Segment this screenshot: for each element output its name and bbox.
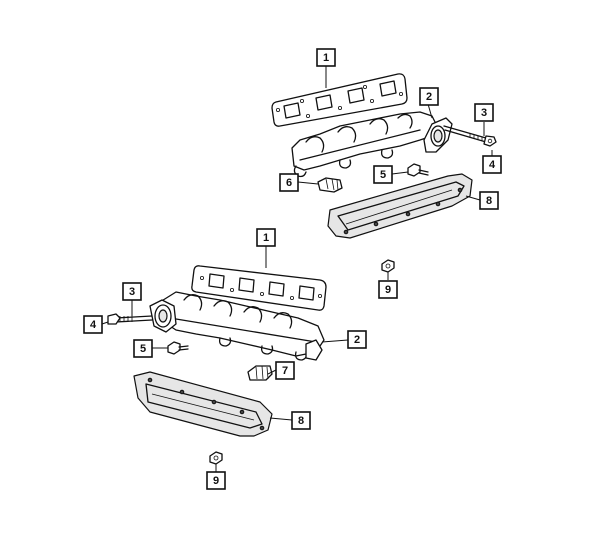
lower-heat-shield — [133, 371, 273, 437]
callout-1-lower: 1 — [256, 228, 276, 247]
svg-text:5: 5 — [140, 343, 146, 355]
svg-text:2: 2 — [354, 334, 360, 346]
callout-2-upper: 2 — [419, 87, 439, 106]
svg-text:4: 4 — [90, 319, 97, 331]
upper-nut — [483, 135, 497, 147]
lower-bolt — [167, 341, 189, 355]
callout-4-upper: 4 — [482, 155, 502, 174]
lower-oxygen-sensor — [247, 365, 273, 381]
callout-6-upper: 6 — [279, 173, 299, 192]
svg-text:2: 2 — [426, 91, 432, 103]
callout-8-lower: 8 — [291, 411, 311, 430]
upper-exhaust-manifold — [291, 111, 453, 178]
lower-nut — [107, 313, 121, 325]
lower-exhaust-manifold — [149, 291, 325, 361]
callout-1-upper: 1 — [316, 48, 336, 67]
svg-text:9: 9 — [385, 284, 391, 296]
svg-text:6: 6 — [286, 177, 292, 189]
callout-2-lower: 2 — [347, 330, 367, 349]
svg-text:9: 9 — [213, 475, 219, 487]
upper-manifold-gasket — [271, 73, 408, 127]
callout-9-upper: 9 — [378, 280, 398, 299]
svg-text:1: 1 — [323, 52, 329, 64]
svg-text:3: 3 — [129, 286, 135, 298]
svg-text:8: 8 — [298, 415, 304, 427]
leader-lines — [101, 66, 493, 472]
upper-stud — [443, 125, 487, 143]
callout-3-upper: 3 — [474, 103, 494, 122]
callout-4-lower: 4 — [83, 315, 103, 334]
svg-text:8: 8 — [486, 195, 492, 207]
upper-heat-shield — [327, 173, 473, 239]
svg-text:5: 5 — [380, 169, 386, 181]
callout-3-lower: 3 — [122, 282, 142, 301]
lower-shield-nut — [209, 451, 223, 465]
callout-5-lower: 5 — [133, 339, 153, 358]
upper-oxygen-sensor — [317, 177, 343, 193]
svg-text:3: 3 — [481, 107, 487, 119]
callout-7-lower: 7 — [275, 361, 295, 380]
upper-bolt — [407, 163, 429, 177]
callout-9-lower: 9 — [206, 471, 226, 490]
svg-text:7: 7 — [282, 365, 288, 377]
svg-text:4: 4 — [489, 159, 496, 171]
lower-manifold-gasket — [191, 265, 327, 311]
callout-5-upper: 5 — [373, 165, 393, 184]
callout-8-upper: 8 — [479, 191, 499, 210]
upper-shield-nut — [381, 259, 395, 273]
svg-text:1: 1 — [263, 232, 269, 244]
lower-stud — [115, 315, 153, 323]
